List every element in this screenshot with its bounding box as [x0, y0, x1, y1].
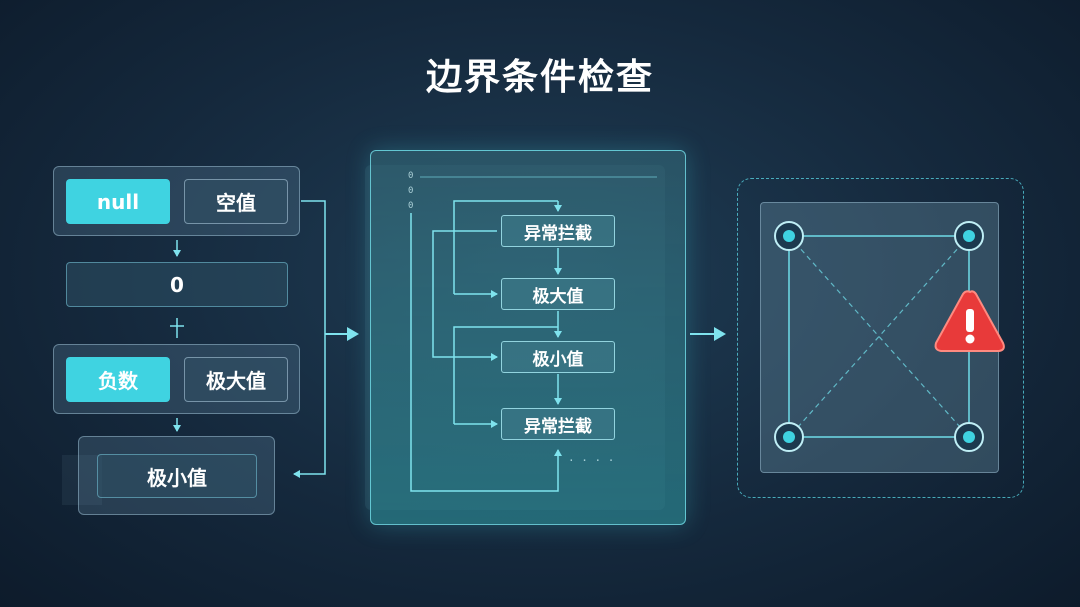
negative-chip[interactable]: 负数: [66, 357, 170, 402]
loop-connector-middle: [432, 230, 498, 361]
corner-node: [954, 422, 984, 452]
min-value-box[interactable]: 极小值: [97, 454, 257, 498]
flow-node-max-value[interactable]: 极大值: [501, 278, 615, 310]
min-group-shadow: [62, 455, 102, 505]
flow-ellipsis: · · · ·: [568, 454, 615, 467]
max-value-chip[interactable]: 极大值: [184, 357, 288, 402]
null-chip[interactable]: null: [66, 179, 170, 224]
loop-connector-outer: [453, 200, 558, 294]
zero-value-box[interactable]: 0: [66, 262, 288, 307]
corner-node: [954, 221, 984, 251]
corner-node: [774, 221, 804, 251]
flow-tick-label: 0: [408, 186, 414, 196]
corner-node: [774, 422, 804, 452]
flow-tick-label: 0: [408, 171, 414, 181]
bracket-connector: [293, 200, 326, 478]
flow-node-min-value[interactable]: 极小值: [501, 341, 615, 373]
empty-value-chip[interactable]: 空值: [184, 179, 288, 224]
flow-node-exception-intercept-1[interactable]: 异常拦截: [501, 215, 615, 247]
result-frame: [737, 178, 1024, 498]
flow-tick-label: 0: [408, 201, 414, 211]
flow-panel: [370, 150, 686, 525]
flow-node-exception-intercept-2[interactable]: 异常拦截: [501, 408, 615, 440]
return-connector: [410, 213, 562, 492]
loop-connector-lower: [453, 326, 558, 424]
page-title: 边界条件检查: [425, 57, 654, 98]
warning-triangle-icon: [934, 290, 1005, 352]
